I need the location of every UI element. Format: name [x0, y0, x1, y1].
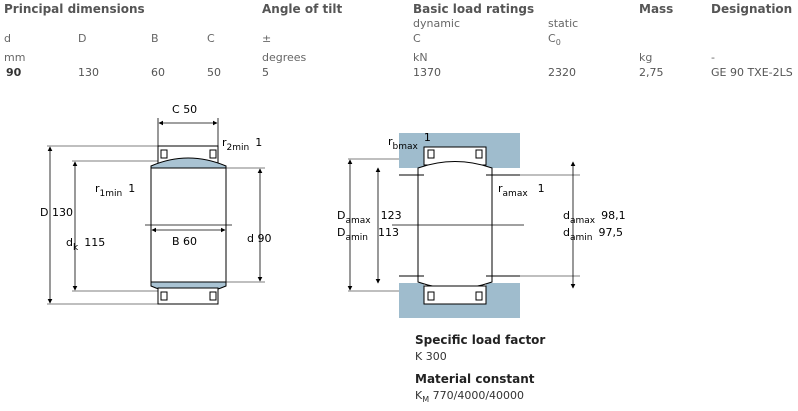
unit-mass: kg [639, 51, 653, 64]
header-designation: Designation [711, 2, 793, 16]
symbol-C0-letter: C [548, 32, 556, 45]
symbol-d: d [4, 32, 11, 45]
material-constant-value: KM 770/4000/40000 [415, 389, 524, 404]
header-principal-dimensions: Principal dimensions [4, 2, 145, 16]
symbol-dynamic-C: C [413, 32, 421, 45]
label-rbmax: rbmax1 [388, 131, 431, 152]
outer-ring-bottom [150, 281, 227, 305]
symbol-D: D [78, 32, 87, 45]
sublabel-static: static [548, 17, 579, 30]
value-dynamic: 1370 [413, 66, 441, 79]
value-static: 2320 [548, 66, 576, 79]
specific-load-factor-value: K 300 [415, 350, 447, 363]
material-symbol-sub: M [422, 395, 430, 405]
unit-dims: mm [4, 51, 26, 64]
unit-designation: - [711, 51, 715, 64]
sublabel-dynamic: dynamic [413, 17, 461, 30]
symbol-static-C0: C0 [548, 32, 561, 47]
value-C: 50 [207, 66, 221, 79]
value-B: 60 [151, 66, 165, 79]
label-B: B 60 [172, 235, 197, 248]
symbol-C0-sub: 0 [555, 38, 561, 48]
material-values: 770/4000/40000 [432, 389, 525, 402]
header-angle-of-tilt: Angle of tilt [262, 2, 343, 16]
label-D: D 130 [40, 206, 73, 219]
housing-section [399, 133, 520, 318]
unit-load: kN [413, 51, 428, 64]
label-d: d 90 [247, 232, 271, 245]
value-d: 90 [6, 66, 22, 79]
unit-angle: degrees [262, 51, 307, 64]
symbol-angle: ± [262, 32, 272, 45]
value-angle: 5 [262, 66, 269, 79]
label-C: C 50 [172, 103, 197, 116]
symbol-B: B [151, 32, 159, 45]
specific-load-factor-title: Specific load factor [415, 333, 546, 347]
header-basic-load-ratings: Basic load ratings [413, 2, 535, 16]
symbol-C: C [207, 32, 215, 45]
material-symbol: K [415, 389, 423, 402]
value-mass: 2,75 [639, 66, 664, 79]
material-constant-title: Material constant [415, 372, 535, 386]
value-D: 130 [78, 66, 99, 79]
outer-ring-top [150, 145, 227, 171]
value-designation: GE 90 TXE-2LS [711, 66, 793, 79]
header-mass: Mass [639, 2, 674, 16]
